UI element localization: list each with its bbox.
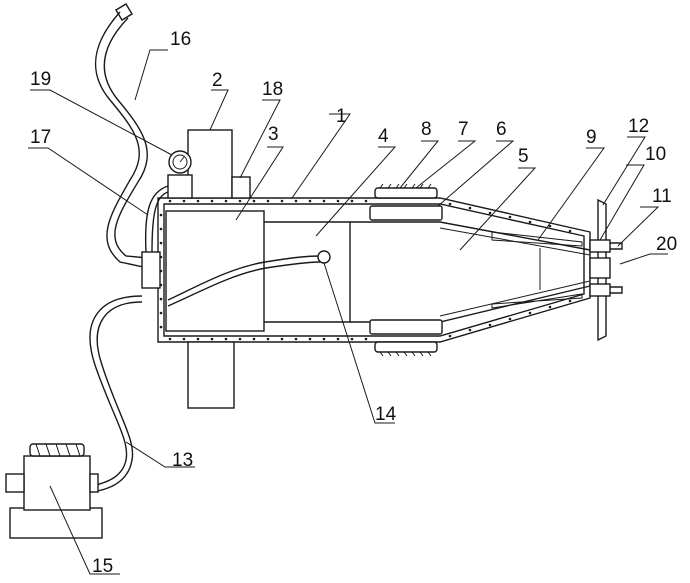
label-18: 18 — [262, 79, 283, 100]
chamber-3 — [166, 211, 264, 331]
label-13: 13 — [172, 450, 193, 471]
lower-stand — [188, 342, 234, 408]
label-5: 5 — [518, 146, 529, 167]
label-9: 9 — [586, 127, 597, 148]
label-10: 10 — [645, 144, 666, 165]
pump-15 — [6, 444, 102, 538]
hose-16 — [96, 4, 148, 268]
label-2: 2 — [212, 70, 223, 91]
label-15: 15 — [92, 556, 113, 577]
label-8: 8 — [421, 119, 432, 140]
end-plate-12 — [590, 200, 622, 340]
label-3: 3 — [268, 124, 279, 145]
label-11: 11 — [652, 186, 672, 207]
blade-9 — [492, 232, 582, 308]
label-16: 16 — [170, 29, 191, 50]
roller-assembly-top — [370, 184, 442, 220]
label-17: 17 — [30, 127, 51, 148]
label-20: 20 — [656, 234, 677, 255]
label-1: 1 — [336, 106, 347, 127]
hose-13 — [90, 296, 142, 492]
gauge-19 — [169, 151, 191, 173]
label-14: 14 — [375, 404, 397, 425]
label-19: 19 — [30, 69, 51, 90]
label-12: 12 — [628, 116, 649, 137]
label-7: 7 — [458, 119, 469, 140]
label-4: 4 — [378, 126, 389, 147]
roller-assembly-bottom — [370, 320, 442, 356]
connector-left — [142, 252, 160, 288]
leader-lines — [28, 50, 668, 574]
label-6: 6 — [496, 119, 507, 140]
